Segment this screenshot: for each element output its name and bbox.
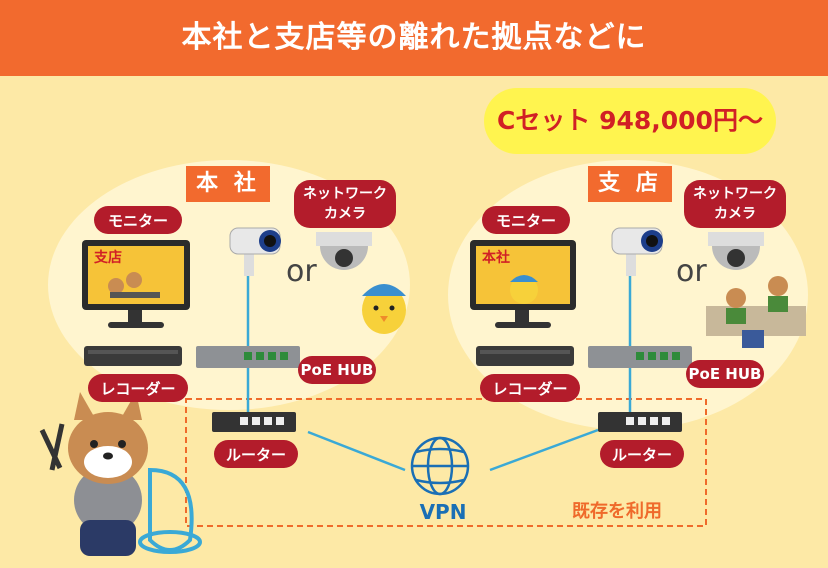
office-workers-icon (706, 276, 806, 348)
monitor-icon (82, 240, 190, 328)
hq-router-vpn-cable (307, 430, 406, 472)
recorder-icon (476, 346, 574, 366)
hq-hub-label: PoE HUB (298, 356, 376, 384)
hq-recorder-label: レコーダー (88, 374, 188, 402)
dog-mascot-icon (39, 392, 202, 556)
header-bar (0, 0, 828, 76)
br-router-vpn-cable (489, 428, 599, 472)
cables (246, 272, 632, 472)
dome-camera-icon (316, 232, 372, 270)
existing-network-note: 既存を利用 (572, 501, 662, 522)
hq-camera-label: ネットワーク カメラ (294, 180, 396, 228)
recorder-icon (84, 346, 182, 366)
poe-hub-icon (588, 346, 692, 368)
branch-router-label: ルーター (600, 440, 684, 468)
headquarters-tag: 本 社 (186, 166, 270, 202)
bullet-camera-icon (611, 227, 663, 276)
branch-tag: 支 店 (588, 166, 672, 202)
branch-camera-label: ネットワーク カメラ (684, 180, 786, 228)
page-title: 本社と支店等の離れた拠点などに (181, 20, 647, 55)
router-icon (598, 412, 682, 432)
price-badge: Cセット 948,000円〜 (484, 88, 776, 154)
monitor-icon (470, 240, 576, 328)
branch-or-text: or (676, 254, 707, 289)
hq-monitor-label: モニター (94, 206, 182, 234)
branch-monitor-label: モニター (482, 206, 570, 234)
branch-hub-label: PoE HUB (686, 360, 764, 388)
hq-router-label: ルーター (214, 440, 298, 468)
bullet-camera-icon (229, 227, 281, 276)
branch-monitor-screen-text: 本社 (482, 249, 510, 266)
dome-camera-icon (708, 232, 764, 270)
branch-recorder-label: レコーダー (480, 374, 580, 402)
existing-network-box (185, 398, 707, 527)
hq-or-text: or (286, 254, 317, 289)
poe-hub-icon (196, 346, 300, 368)
hq-monitor-screen-text: 支店 (93, 249, 122, 266)
vpn-label: VPN (419, 500, 467, 524)
chick-mascot-icon (362, 284, 406, 334)
router-icon (212, 412, 296, 432)
globe-icon (410, 436, 470, 496)
